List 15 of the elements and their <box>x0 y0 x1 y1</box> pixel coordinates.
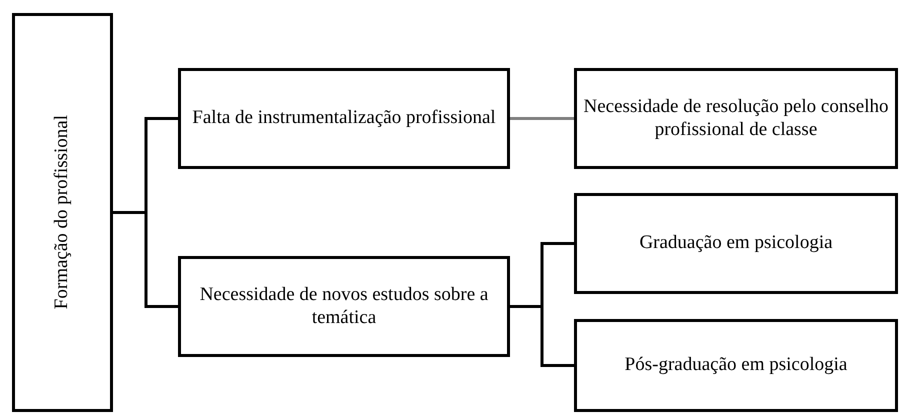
text-box <box>574 319 898 412</box>
connector-line <box>510 117 574 120</box>
text-box <box>178 68 510 169</box>
box-label: Graduação em psicologia <box>639 232 833 255</box>
box-label: Falta de instrumentalização profissional <box>192 107 496 130</box>
text-box <box>178 256 510 357</box>
box-label: Formação do profissional <box>51 115 74 310</box>
text-box <box>574 193 898 294</box>
box-label: Pós-graduação em psicologia <box>624 354 848 377</box>
connector-line <box>510 305 574 367</box>
box-label: Necessidade de resolução pelo conselho profissional de classe <box>582 96 890 142</box>
box-label: Necessidade de novos estudos sobre a temática <box>198 284 490 330</box>
text-box <box>12 13 113 412</box>
text-box <box>574 68 898 169</box>
connector-line <box>113 211 178 308</box>
